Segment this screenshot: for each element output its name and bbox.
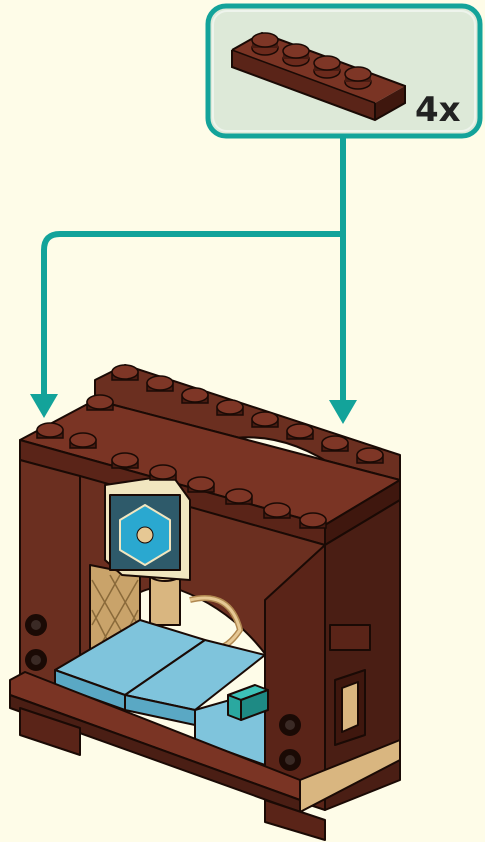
placement-arrows xyxy=(44,138,343,402)
parts-callout: 4x xyxy=(208,6,480,136)
quantity-label: 4x xyxy=(415,90,461,130)
